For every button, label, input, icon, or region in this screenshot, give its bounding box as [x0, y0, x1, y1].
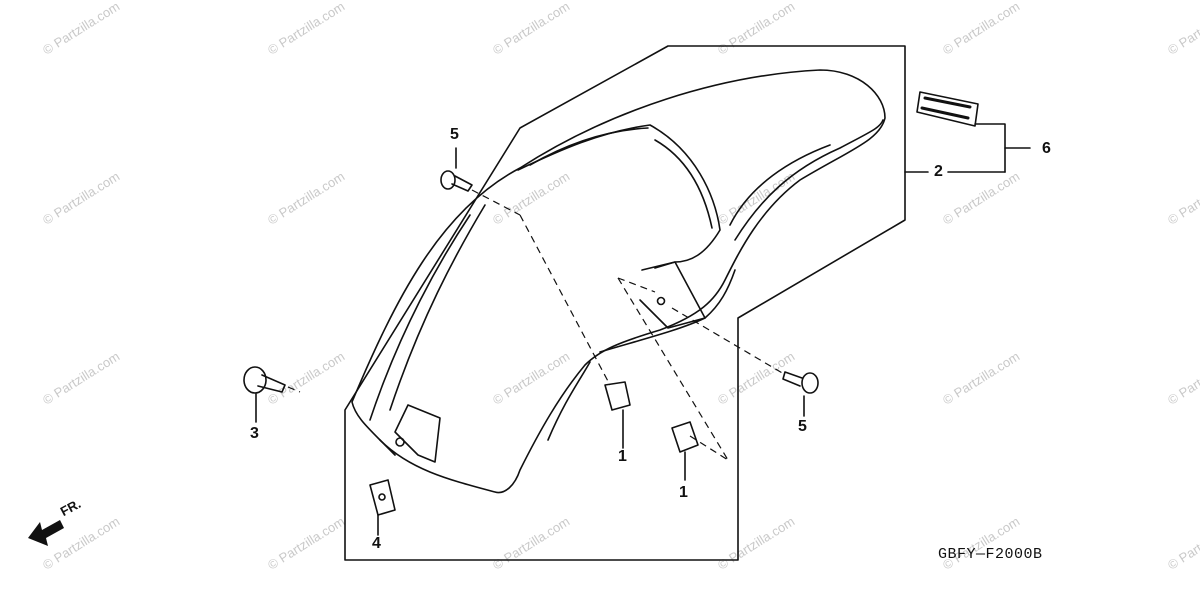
callout-1-right: 1: [679, 484, 688, 501]
front-arrow-icon: [28, 520, 64, 546]
bolt-5-top: [440, 170, 473, 192]
bolt-5-right: [782, 371, 819, 394]
honda-decal: [916, 91, 979, 127]
rear-fender: [351, 69, 886, 494]
nut-1a: [604, 381, 631, 411]
callout-3: 3: [250, 425, 259, 442]
clip-4: [369, 479, 396, 516]
callout-4: 4: [372, 535, 381, 552]
callout-2: 2: [934, 163, 943, 180]
bolt-3: [243, 366, 286, 394]
callout-5-right: 5: [798, 418, 807, 435]
callout-1-left: 1: [618, 448, 627, 465]
callout-5-top: 5: [450, 126, 459, 143]
flap-bracket: [394, 404, 441, 463]
assembly-boundary: [344, 45, 906, 561]
fender-inner-rim: [517, 124, 721, 269]
callout-6: 6: [1042, 140, 1051, 157]
diagram-code: GBFY—F2000B: [938, 546, 1043, 563]
nut-1b: [671, 421, 699, 453]
